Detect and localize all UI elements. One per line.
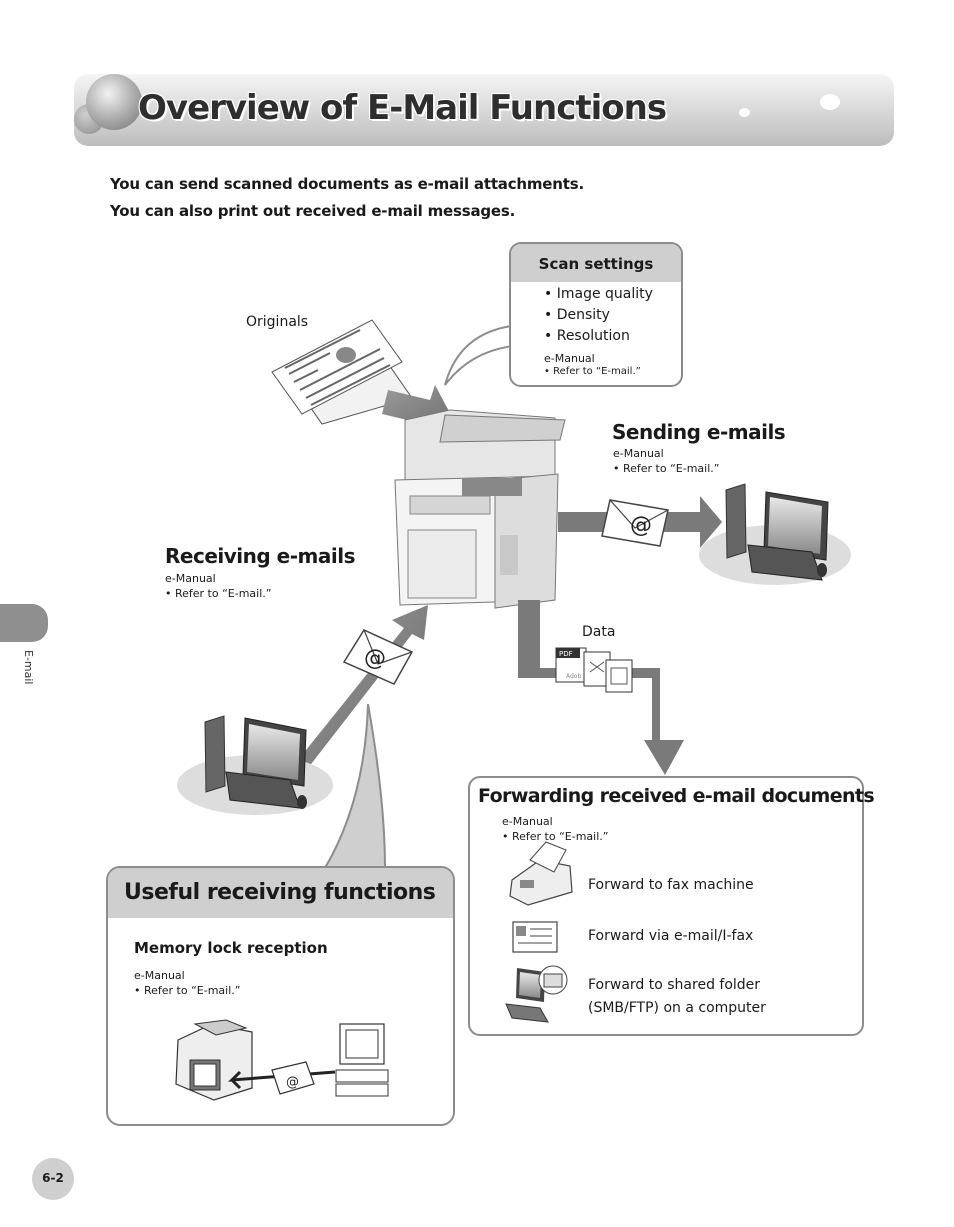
banner-decoration-dot <box>820 94 840 110</box>
computer-right-icon <box>699 483 851 585</box>
email-envelope-icon: @ <box>271 1061 315 1095</box>
title-banner <box>74 74 894 146</box>
forward-folder-label-line2: (SMB/FTP) on a computer <box>588 1000 766 1016</box>
originals-documents-icon <box>271 319 413 425</box>
svg-text:Adob: Adob <box>566 673 581 680</box>
scan-settings-box: Scan settings <box>509 242 683 387</box>
chapter-side-label: E-mail <box>22 650 35 685</box>
scan-setting-item: • Resolution <box>544 328 630 344</box>
receiving-refer-link[interactable]: • Refer to “E-mail.” <box>165 587 272 600</box>
data-label: Data <box>582 624 616 640</box>
receiving-title: Receiving e-mails <box>165 544 355 568</box>
receiving-manual-label: e-Manual <box>165 572 216 585</box>
multifunction-printer-icon <box>394 409 566 609</box>
computer-left-icon <box>177 715 333 815</box>
forwarding-manual-label: e-Manual <box>502 815 553 828</box>
scan-manual-label: e-Manual <box>544 352 595 365</box>
svg-text:@: @ <box>630 513 652 538</box>
useful-receiving-header <box>108 868 453 918</box>
page-number: 6-2 <box>42 1171 64 1185</box>
fax-machine-icon <box>509 841 573 906</box>
scan-callout-tail <box>444 323 532 386</box>
desktop-computer-icon <box>335 1023 389 1097</box>
scan-settings-title: Scan settings <box>511 244 681 282</box>
memory-lock-refer-link[interactable]: • Refer to “E-mail.” <box>134 984 241 997</box>
originals-label: Originals <box>246 314 309 330</box>
svg-text:PDF: PDF <box>559 650 573 658</box>
multifunction-printer-icon <box>175 1019 253 1101</box>
forward-fax-label: Forward to fax machine <box>588 877 754 893</box>
sending-title: Sending e-mails <box>612 420 786 444</box>
forwarding-title: Forwarding received e-mail documents <box>478 785 875 807</box>
memory-lock-title: Memory lock reception <box>134 939 328 957</box>
sending-refer-link[interactable]: • Refer to “E-mail.” <box>613 462 720 475</box>
email-envelope-icon: @ <box>601 499 669 547</box>
chapter-side-tab <box>0 604 48 642</box>
banner-decoration-dot <box>739 108 750 117</box>
pdf-file-icon: PDF Adob <box>555 647 587 683</box>
data-arrow <box>518 600 684 775</box>
banner-decoration-sphere <box>86 74 142 130</box>
intro-line-1: You can send scanned documents as e-mail… <box>110 175 584 193</box>
svg-text:@: @ <box>286 1075 299 1090</box>
email-document-icon <box>512 921 558 953</box>
useful-receiving-title: Useful receiving functions <box>124 880 436 905</box>
email-envelope-icon: @ <box>342 629 414 685</box>
memory-lock-manual-label: e-Manual <box>134 969 185 982</box>
svg-text:@: @ <box>364 646 386 671</box>
image-file-icon <box>605 659 633 693</box>
useful-callout-tail <box>323 703 387 869</box>
forwarding-refer-link[interactable]: • Refer to “E-mail.” <box>502 830 609 843</box>
forward-email-label: Forward via e-mail/I-fax <box>588 928 754 944</box>
page-number-badge <box>32 1158 74 1200</box>
sending-manual-label: e-Manual <box>613 447 664 460</box>
scan-setting-item: • Density <box>544 307 610 323</box>
page-title: Overview of E-Mail Functions <box>138 88 667 128</box>
computer-folder-icon <box>505 965 568 1023</box>
scan-setting-item: • Image quality <box>544 286 653 302</box>
scan-refer-link[interactable]: • Refer to “E-mail.” <box>544 366 641 377</box>
intro-line-2: You can also print out received e-mail m… <box>110 202 516 220</box>
forward-folder-label-line1: Forward to shared folder <box>588 977 761 993</box>
